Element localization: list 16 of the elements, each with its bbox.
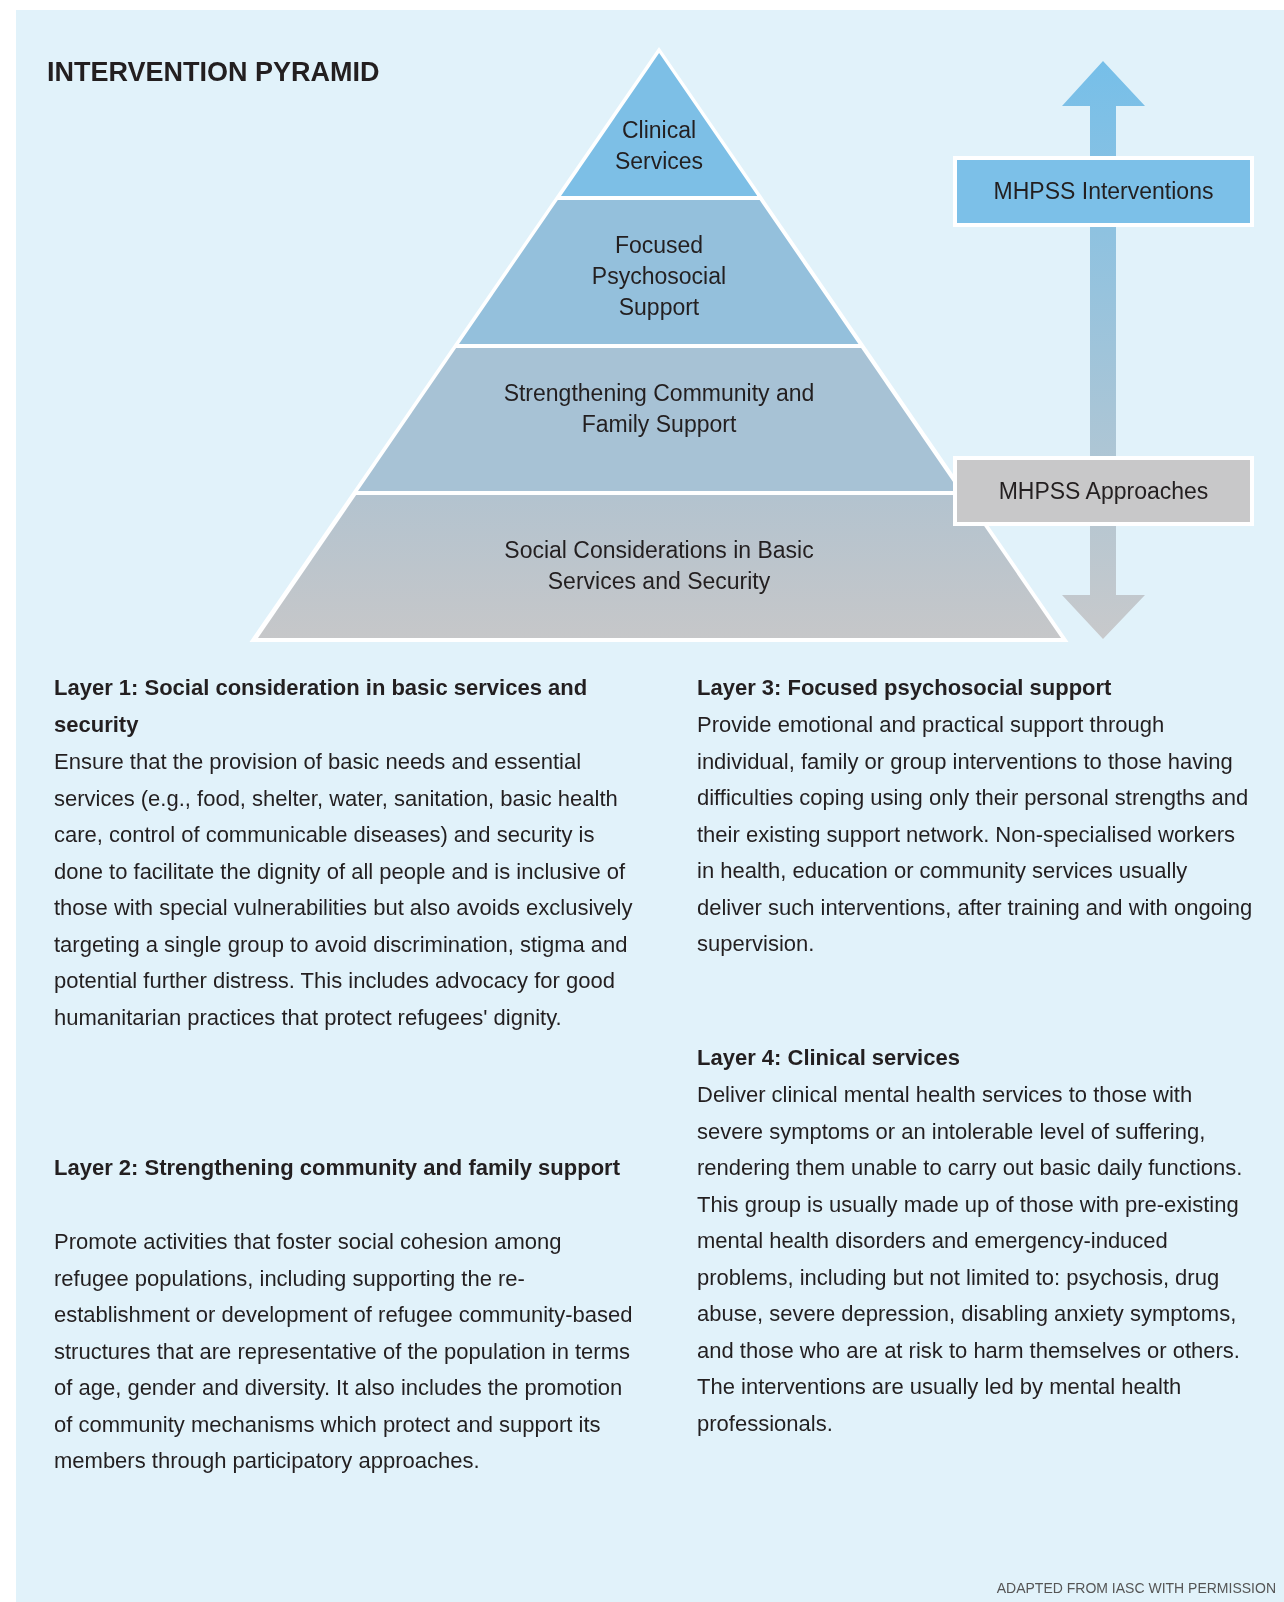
layer-description: Provide emotional and practical support through individual, family or group interventions to those having difficulties coping using only their personal strengths and their existing support network. Non-specialised workers in health, education or community services usually deliver such interventions, after training and with ongoing supervision. (697, 711, 1254, 958)
category-box: MHPSS Interventions (953, 156, 1254, 227)
layer-label: Clinical Services (613, 116, 705, 176)
layer-description: Promote activities that foster social cohesion among refugee populations, including supporting the re-establishment or development of refugee community-based structures that are representative of the population in terms of age, gender and diversity. It also includes the promotion of community mechanisms which protect and support its members through participatory approaches. (54, 1228, 634, 1475)
category-box: MHPSS Approaches (953, 456, 1254, 526)
layer-heading: Layer 3: Focused psychosocial support (697, 674, 1113, 702)
layer-description: Ensure that the provision of basic needs and essential services (e.g., food, shelter, water, sanitation, basic health care, control of communicable diseases) and security is done to facilitate the dignity of all people and is inclusive of those with special vulnerabilities but also avoids exclusively targeting a single group to avoid discrimination, stigma and potential further distress. This includes advocacy for good humanitarian practices that protect refugees' dignity. (54, 748, 634, 1032)
title: INTERVENTION PYRAMID (47, 56, 380, 89)
layer-label: Social Considerations in Basic Services and Security (503, 536, 815, 596)
layer-label: Strengthening Community and Family Support (502, 379, 816, 439)
caption: ADAPTED FROM IASC WITH PERMISSION (996, 1579, 1276, 1598)
layer-label: Focused Psychosocial Support (590, 231, 728, 322)
layer-description: Deliver clinical mental health services to those with severe symptoms or an intolerable level of suffering, rendering them unable to carry out basic daily functions. This group is usually made up of those with pre-existing mental health disorders and emergency-induced problems, including but not limited to: psychosis, drug abuse, severe depression, disabling anxiety symptoms, and those who are at risk to harm themselves or others. The interventions are usually led by mental health professionals. (697, 1081, 1244, 1438)
layer-heading: Layer 1: Social consideration in basic services and security (54, 674, 589, 739)
layer-heading: Layer 2: Strengthening community and family support (54, 1154, 621, 1182)
layer-heading: Layer 4: Clinical services (697, 1044, 961, 1072)
